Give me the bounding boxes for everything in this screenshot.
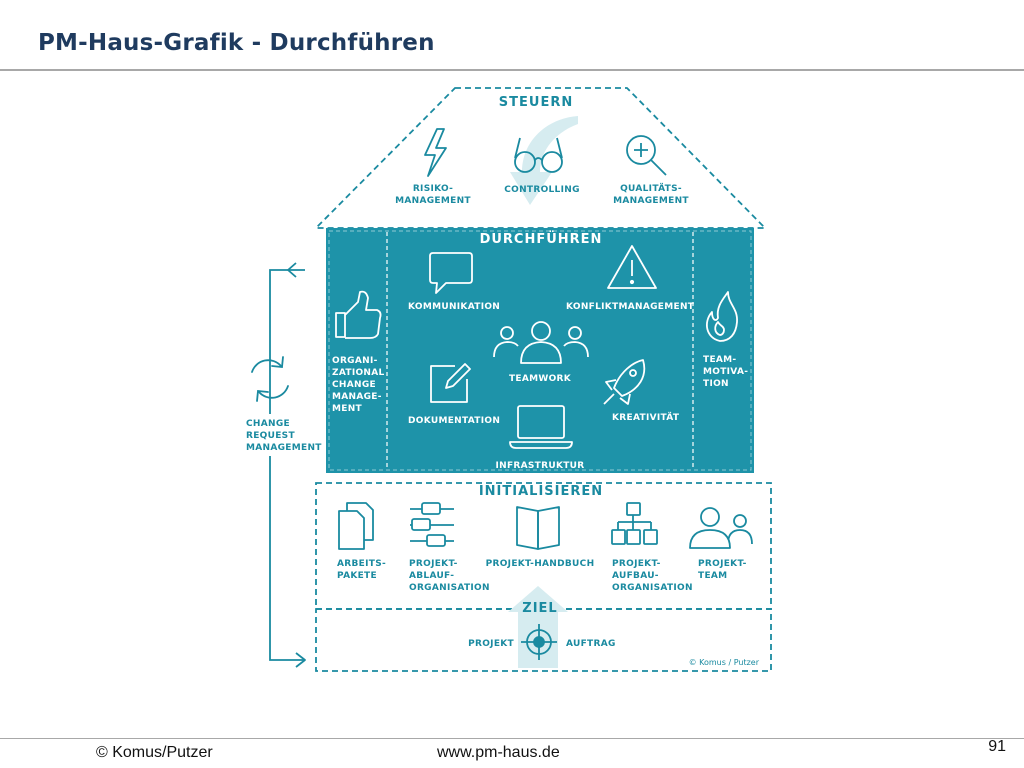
magnifier-plus-icon bbox=[626, 135, 667, 176]
base-item-label-line: PAKETE bbox=[337, 571, 377, 581]
glasses-icon bbox=[514, 137, 563, 173]
goal-section: ZIEL PROJEKT AUFTRAG © Komus / Putzer bbox=[315, 586, 772, 672]
base-item-label-line: ORGANISATION bbox=[409, 583, 490, 593]
base-item-label-line: PROJEKT- bbox=[409, 559, 458, 569]
goal-outline bbox=[315, 608, 772, 672]
execution-item-label: TEAMWORK bbox=[509, 374, 572, 384]
roof-item-label-line: QUALITÄTS- bbox=[620, 183, 682, 194]
left-pillar-label-line: CHANGE bbox=[332, 380, 376, 390]
roof-cycle-arrow bbox=[510, 116, 578, 205]
execution-item-label: DOKUMENTATION bbox=[408, 416, 500, 426]
org-chart-icon bbox=[611, 502, 658, 545]
side-label-line: REQUEST bbox=[246, 431, 295, 441]
goal-right-label: AUFTRAG bbox=[566, 639, 616, 649]
roof-item-label-line: MANAGEMENT bbox=[613, 196, 689, 206]
base-item-label-line: AUFBAU- bbox=[612, 571, 659, 581]
edit-document-icon bbox=[430, 363, 471, 403]
execution-section: DURCHFÜHREN ORGANI- ZATIONAL CHANGE MANA… bbox=[326, 228, 754, 473]
base-item-label-line: TEAM bbox=[698, 571, 727, 581]
roof-item-label-line: MANAGEMENT bbox=[395, 196, 471, 206]
left-pillar-label-line: ZATIONAL bbox=[332, 368, 385, 378]
change-request-loop bbox=[269, 262, 306, 668]
left-pillar-label-line: MANAGE- bbox=[332, 392, 382, 402]
base-item-label-line: ABLAUF- bbox=[409, 571, 454, 581]
roof-section: STEUERN RISIKO- MANAGEMENT CONTROLLING Q… bbox=[313, 87, 768, 229]
footer-divider bbox=[0, 738, 1024, 739]
refresh-cycle-icon bbox=[251, 356, 289, 402]
roof-item-label-line: RISIKO- bbox=[413, 184, 453, 194]
laptop-icon bbox=[509, 405, 573, 449]
side-label-line: MANAGEMENT bbox=[246, 443, 322, 453]
rocket-icon bbox=[603, 359, 646, 405]
initialization-section: INITIALISIEREN ARBEITS- PAKETE PROJEKT- … bbox=[315, 482, 772, 610]
target-icon bbox=[521, 624, 557, 660]
execution-header: DURCHFÜHREN bbox=[480, 231, 603, 247]
book-icon bbox=[516, 506, 560, 550]
execution-background bbox=[326, 228, 754, 473]
base-item-label-line: PROJEKT-HANDBUCH bbox=[486, 559, 595, 569]
base-item-label-line: ARBEITS- bbox=[337, 559, 386, 569]
diagram-copyright: © Komus / Putzer bbox=[689, 658, 760, 667]
execution-item-label: KONFLIKTMANAGEMENT bbox=[566, 302, 695, 312]
initialization-header: INITIALISIEREN bbox=[479, 484, 603, 499]
goal-left-label: PROJEKT bbox=[468, 639, 514, 649]
team-icon bbox=[689, 507, 753, 549]
roof-item-label-line: CONTROLLING bbox=[504, 185, 580, 195]
warning-icon bbox=[607, 245, 657, 289]
execution-item-label: INFRASTRUKTUR bbox=[495, 461, 584, 471]
footer-copyright: © Komus/Putzer bbox=[96, 744, 213, 761]
right-pillar-label-line: TEAM- bbox=[703, 355, 736, 365]
people-group-icon bbox=[493, 321, 589, 364]
page-number: 91 bbox=[988, 738, 1006, 755]
flame-icon bbox=[705, 291, 738, 342]
thumbs-up-icon bbox=[335, 290, 382, 339]
execution-item-label: KOMMUNIKATION bbox=[408, 302, 500, 312]
base-item-label-line: PROJEKT- bbox=[698, 559, 747, 569]
left-pillar-label-line: ORGANI- bbox=[332, 356, 378, 366]
title-divider bbox=[0, 69, 1024, 71]
base-item-label-line: PROJEKT- bbox=[612, 559, 661, 569]
base-item-label-line: ORGANISATION bbox=[612, 583, 693, 593]
goal-header: ZIEL bbox=[522, 601, 557, 616]
roof-header: STEUERN bbox=[499, 95, 573, 110]
footer-url[interactable]: www.pm-haus.de bbox=[437, 744, 560, 761]
speech-bubble-icon bbox=[429, 252, 473, 294]
side-label-line: CHANGE bbox=[246, 419, 290, 429]
right-pillar-label-line: MOTIVA- bbox=[703, 367, 748, 377]
right-pillar-label-line: TION bbox=[703, 379, 729, 389]
documents-icon bbox=[338, 502, 374, 550]
execution-item-label: KREATIVITÄT bbox=[612, 412, 680, 423]
left-pillar-label-line: MENT bbox=[332, 404, 363, 414]
roof-outline bbox=[313, 87, 768, 229]
goal-up-arrow bbox=[508, 586, 568, 668]
lightning-icon bbox=[424, 128, 447, 177]
slide-title: PM-Haus-Grafik - Durchführen bbox=[38, 30, 435, 56]
gantt-icon bbox=[410, 502, 454, 547]
